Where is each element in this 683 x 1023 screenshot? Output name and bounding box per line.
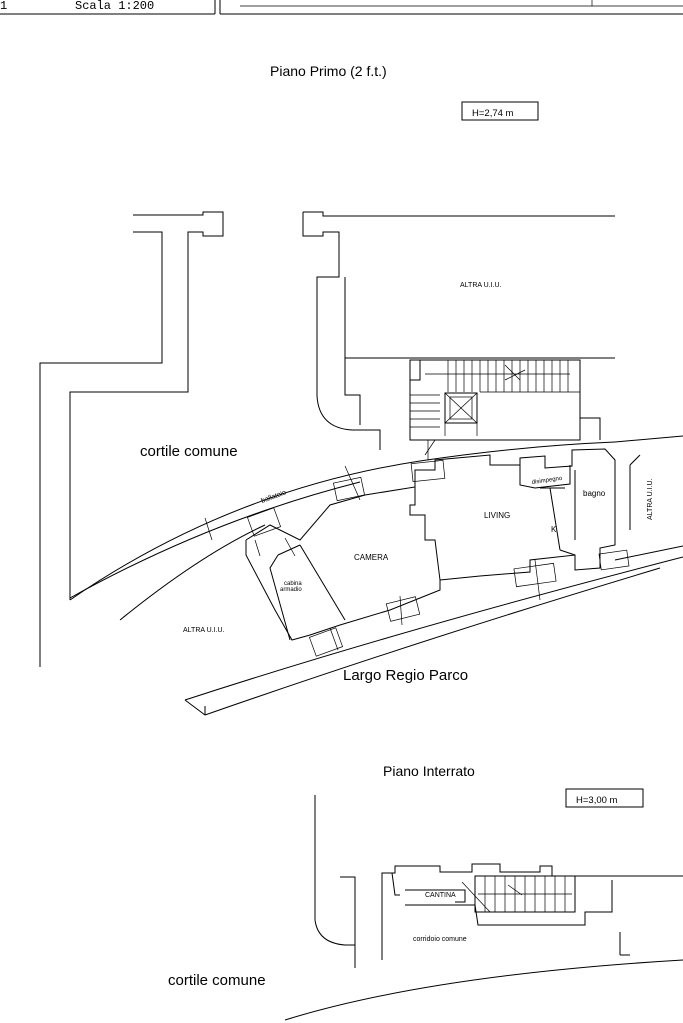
label-living: LIVING bbox=[484, 511, 510, 520]
label-ballatoio: ballatoio bbox=[260, 489, 287, 505]
label-camera: CAMERA bbox=[354, 553, 389, 562]
first-floor-walls bbox=[39, 211, 683, 716]
basement-height-box: H=3,00 m bbox=[565, 788, 644, 808]
header-cell-left: 1 bbox=[0, 0, 7, 13]
first-floor-height: H=2,74 m bbox=[472, 108, 514, 119]
label-altra-uiu-left: ALTRA U.I.U. bbox=[183, 627, 225, 634]
first-floor-labels: ALTRA U.I.U. cortile comune ballatoio di… bbox=[140, 282, 654, 684]
label-bagno: bagno bbox=[583, 489, 606, 498]
label-basement-cortile: cortile comune bbox=[168, 972, 266, 989]
label-disimpegno: disimpegno bbox=[531, 476, 563, 486]
label-k: K bbox=[551, 525, 557, 534]
basement-title: Piano Interrato bbox=[383, 763, 475, 779]
label-corridoio-comune: corridoio comune bbox=[413, 936, 467, 943]
label-cabina: cabina bbox=[284, 581, 302, 587]
label-cortile-comune: cortile comune bbox=[140, 443, 238, 460]
label-street: Largo Regio Parco bbox=[343, 667, 468, 684]
stair-treads bbox=[410, 360, 580, 428]
basement-stair-treads bbox=[461, 876, 572, 913]
label-cantina: CANTINA bbox=[425, 892, 456, 899]
label-altra-uiu-top: ALTRA U.I.U. bbox=[460, 282, 502, 289]
basement-height: H=3,00 m bbox=[576, 795, 618, 806]
first-floor-title: Piano Primo (2 f.t.) bbox=[270, 63, 387, 79]
scale-label: Scala 1:200 bbox=[75, 0, 154, 13]
label-altra-uiu-right: ALTRA U.I.U. bbox=[647, 478, 654, 520]
basement-walls bbox=[284, 795, 683, 1021]
label-armadio: armadio bbox=[280, 587, 302, 593]
first-floor-height-box: H=2,74 m bbox=[461, 101, 539, 121]
basement-labels: CANTINA corridoio comune cortile comune bbox=[168, 892, 467, 989]
sheet-header: 1 Scala 1:200 bbox=[0, 0, 683, 15]
